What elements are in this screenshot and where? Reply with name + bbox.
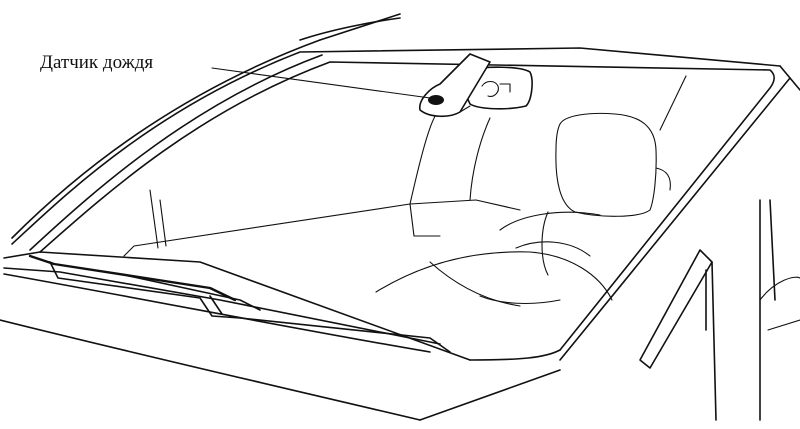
dashboard bbox=[123, 111, 613, 307]
wiper-assembly bbox=[0, 251, 561, 421]
rain-sensor-label: Датчик дождя bbox=[40, 52, 154, 73]
seat bbox=[541, 75, 687, 276]
rain-sensor-assembly bbox=[419, 53, 533, 118]
callout-leader-line bbox=[211, 67, 431, 99]
side-mirror bbox=[639, 199, 800, 421]
windshield-frame bbox=[11, 13, 800, 361]
